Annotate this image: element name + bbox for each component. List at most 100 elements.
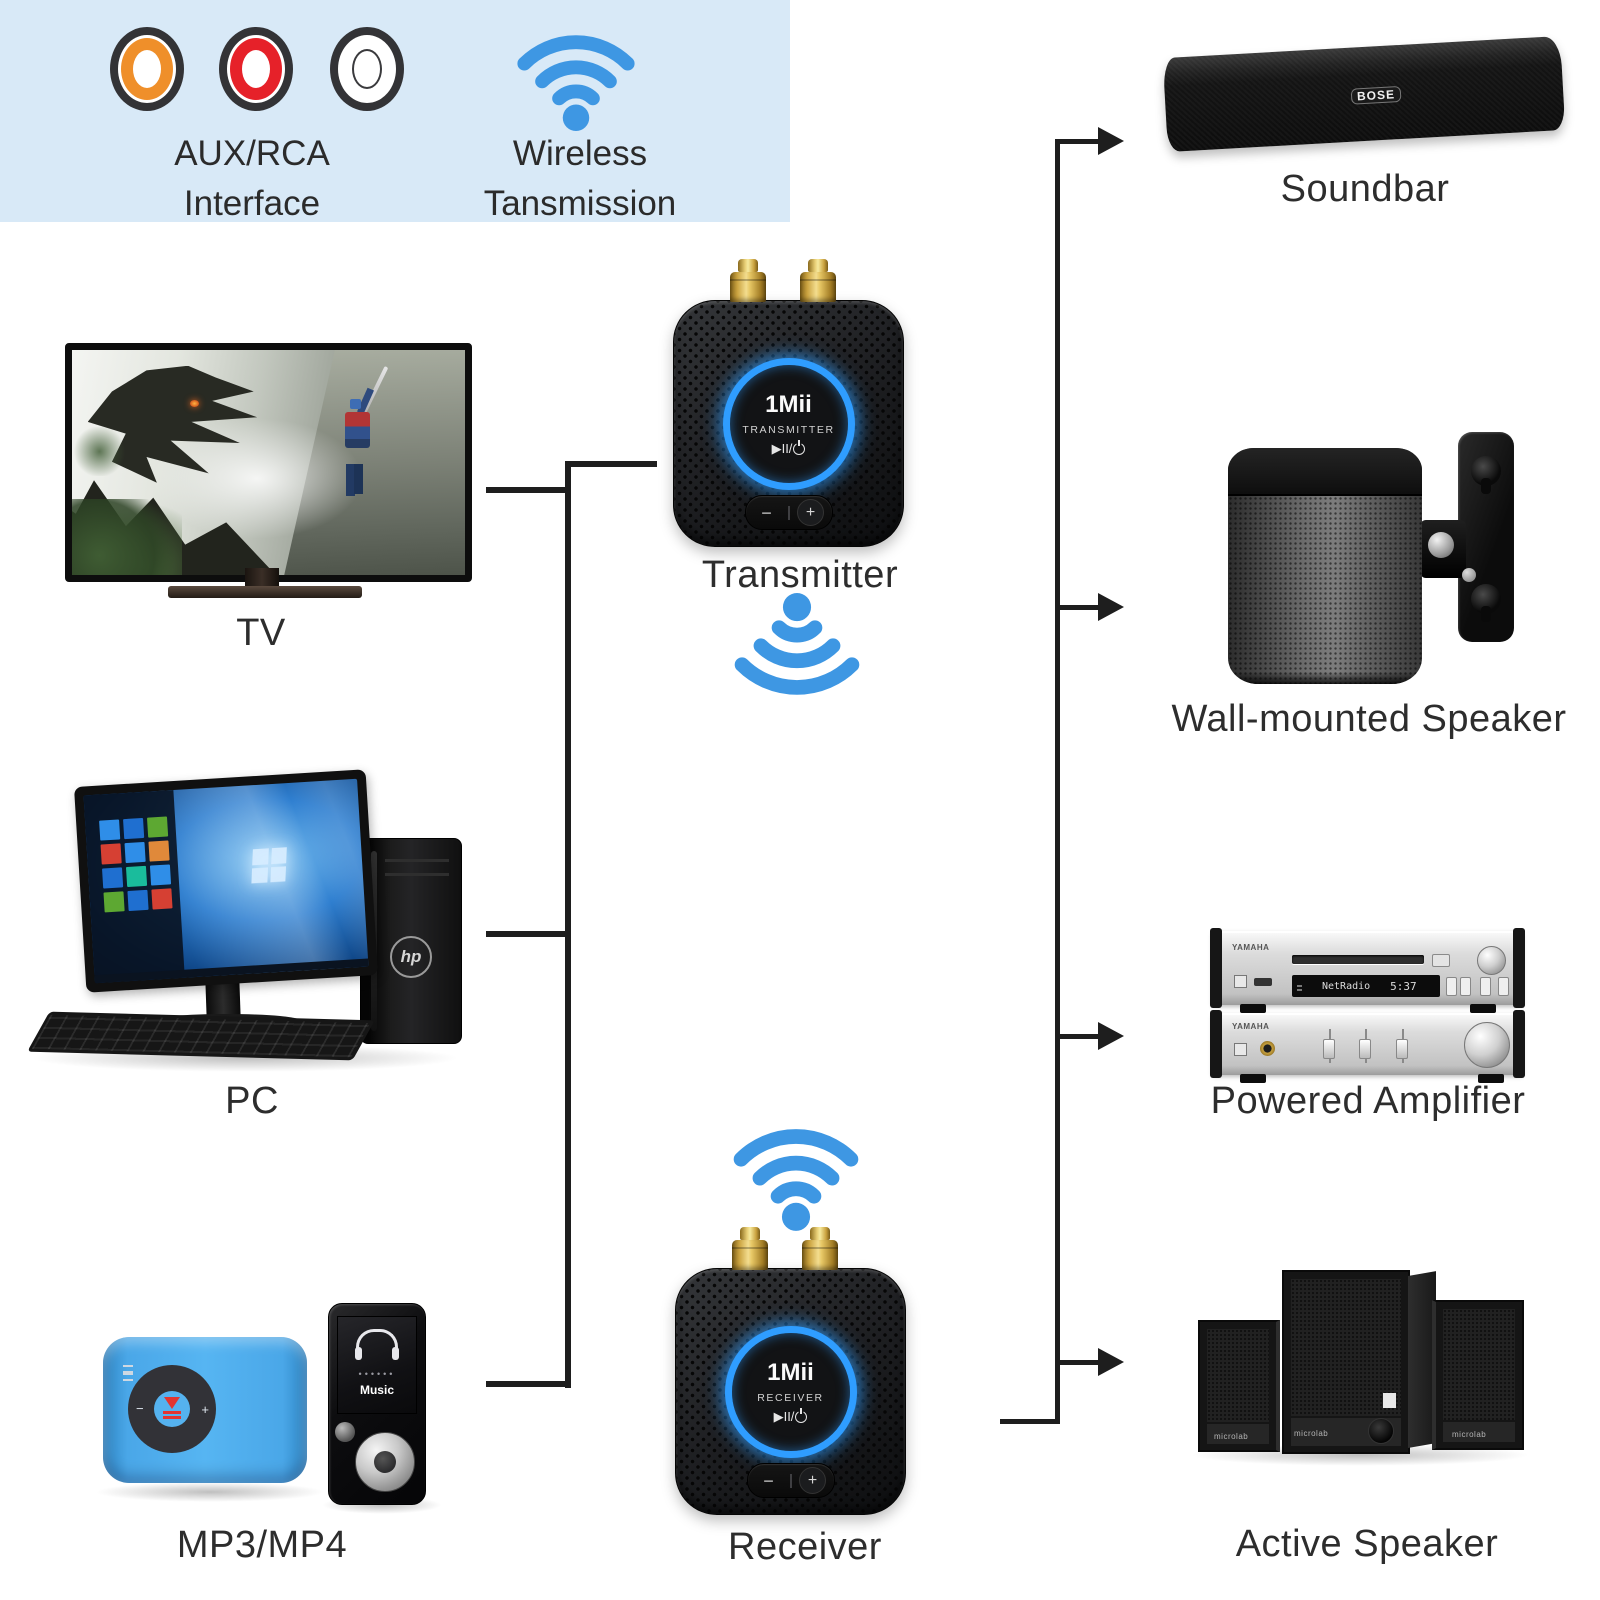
microlab-logo: microlab: [1294, 1429, 1329, 1438]
wall-speaker-caption: Wall-mounted Speaker: [1171, 698, 1567, 740]
satellite-speaker-left-image: microlab: [1198, 1320, 1280, 1452]
disc-slot: [1292, 955, 1424, 964]
output-bus-line: [1055, 139, 1060, 1424]
volume-rocker: − +: [744, 495, 833, 530]
mp3-connector-line: [486, 1381, 571, 1387]
transmitter-device-image: 1Mii TRANSMITTER ▶II/ − +: [673, 259, 904, 547]
soundbar-connector-line: [1055, 139, 1101, 144]
pc-connector-line: [486, 931, 571, 937]
page-dots: ••••••: [358, 1369, 396, 1379]
tv-screen: [72, 350, 465, 575]
active-speaker-caption: Active Speaker: [1235, 1523, 1499, 1565]
tone-slider: [1312, 1027, 1346, 1067]
keyhole-slot-icon: [1471, 456, 1501, 494]
transmitter-caption: Transmitter: [701, 554, 899, 596]
skip-forward-mark: [123, 1365, 133, 1373]
divider: [789, 1473, 792, 1488]
volume-plus-button: +: [799, 1467, 826, 1494]
play-pause-icon: [164, 1397, 180, 1409]
rca-connector-white-icon: [330, 27, 404, 111]
source-bus-line: [565, 461, 571, 1388]
mp4-side-button: [335, 1422, 355, 1442]
start-menu-tiles: [83, 790, 186, 984]
microlab-logo: microlab: [1452, 1430, 1487, 1439]
subwoofer-image: microlab: [1282, 1270, 1410, 1454]
volume-knob: [1368, 1418, 1394, 1444]
brand-logo: 1Mii: [767, 1359, 814, 1386]
windows-desktop-screen: [83, 778, 369, 984]
arrow-right-icon: [1098, 1348, 1124, 1376]
arrow-right-icon: [1098, 1022, 1124, 1050]
receiver-to-bus-line: [1000, 1419, 1060, 1424]
tv-image: [65, 343, 472, 582]
volume-down-mark: −: [136, 1401, 144, 1416]
volume-rocker: − +: [746, 1463, 835, 1498]
tv-caption: TV: [236, 612, 286, 654]
rca-jack-icon: [800, 259, 836, 302]
keyhole-slot-icon: [1471, 584, 1501, 622]
satellite-speaker-right-image: microlab: [1432, 1300, 1524, 1450]
mp4-screen: •••••• Music: [337, 1316, 417, 1414]
divider: [787, 505, 790, 520]
mp3-clip-player-image: + −: [103, 1337, 307, 1483]
yamaha-logo: YAMAHA: [1232, 943, 1270, 952]
mp3-control-wheel: + −: [123, 1365, 216, 1453]
arrow-right-icon: [1098, 127, 1124, 155]
legend-wireless-label-line2: Tansmission: [483, 184, 677, 223]
cd-player-unit-image: YAMAHA NetRadio 5:37: [1210, 928, 1525, 1008]
amplifier-connector-line: [1055, 1034, 1101, 1039]
pc-caption: PC: [225, 1080, 279, 1122]
microlab-logo: microlab: [1214, 1432, 1249, 1441]
play-pause-power-glyphs: ▶II/: [774, 1408, 808, 1425]
receiver-device-image: 1Mii RECEIVER ▶II/ − +: [675, 1227, 906, 1515]
headphones-icon: [355, 1329, 399, 1360]
mp3-caption: MP3/MP4: [176, 1524, 348, 1566]
rca-jack-icon: [730, 259, 766, 302]
device-mode-label: RECEIVER: [757, 1392, 824, 1404]
mp4-click-wheel: [355, 1432, 415, 1492]
yamaha-logo: YAMAHA: [1232, 1022, 1270, 1031]
rca-connector-red-icon: [219, 27, 293, 111]
arrow-right-icon: [1098, 593, 1124, 621]
display-time: 5:37: [1390, 979, 1417, 993]
bus-to-transmitter-line: [565, 461, 657, 467]
power-button: [1234, 1043, 1247, 1056]
legend-wireless-label-line1: Wireless: [512, 134, 648, 173]
legend-aux-label-line2: Interface: [183, 184, 321, 223]
usb-port: [1254, 978, 1272, 986]
amplifier-display: NetRadio 5:37: [1292, 975, 1440, 997]
active-speaker-connector-line: [1055, 1360, 1101, 1365]
wall-mount-plate: [1458, 432, 1514, 642]
robot-figure: [331, 366, 389, 531]
hinge-bolt-icon: [1428, 532, 1454, 558]
hp-logo: hp: [390, 936, 432, 979]
amplifier-unit-image: YAMAHA: [1210, 1010, 1525, 1078]
pc-monitor-image: [73, 769, 379, 993]
play-pause-power-glyphs: ▶II/: [772, 440, 806, 457]
volume-up-mark: +: [201, 1402, 209, 1417]
tone-slider: [1385, 1027, 1419, 1067]
badge: [1383, 1393, 1396, 1408]
wall-speaker-image: [1228, 448, 1422, 684]
windows-logo-icon: [251, 847, 288, 884]
hinge-screw-icon: [1462, 568, 1476, 582]
rca-connector-orange-icon: [110, 27, 184, 111]
receiver-led-ring: 1Mii RECEIVER ▶II/: [724, 1326, 857, 1458]
brand-logo: 1Mii: [765, 391, 812, 418]
eject-button: [1432, 954, 1450, 967]
rca-jack-icon: [802, 1227, 838, 1270]
legend-aux-label-line1: AUX/RCA: [174, 134, 330, 173]
skip-back-mark: [123, 1373, 133, 1381]
tone-slider: [1348, 1027, 1382, 1067]
tv-stand-base: [168, 586, 362, 598]
pc-tower-image: hp: [360, 838, 462, 1044]
volume-minus-button: −: [763, 1470, 774, 1491]
soundbar-caption: Soundbar: [1280, 168, 1450, 210]
volume-knob: [1464, 1022, 1510, 1068]
mp4-screen-label: Music: [359, 1383, 394, 1397]
power-button: [1234, 975, 1247, 988]
headphone-jack: [1260, 1041, 1275, 1056]
bose-logo: BOSE: [1350, 85, 1402, 105]
display-text: NetRadio: [1322, 980, 1371, 992]
